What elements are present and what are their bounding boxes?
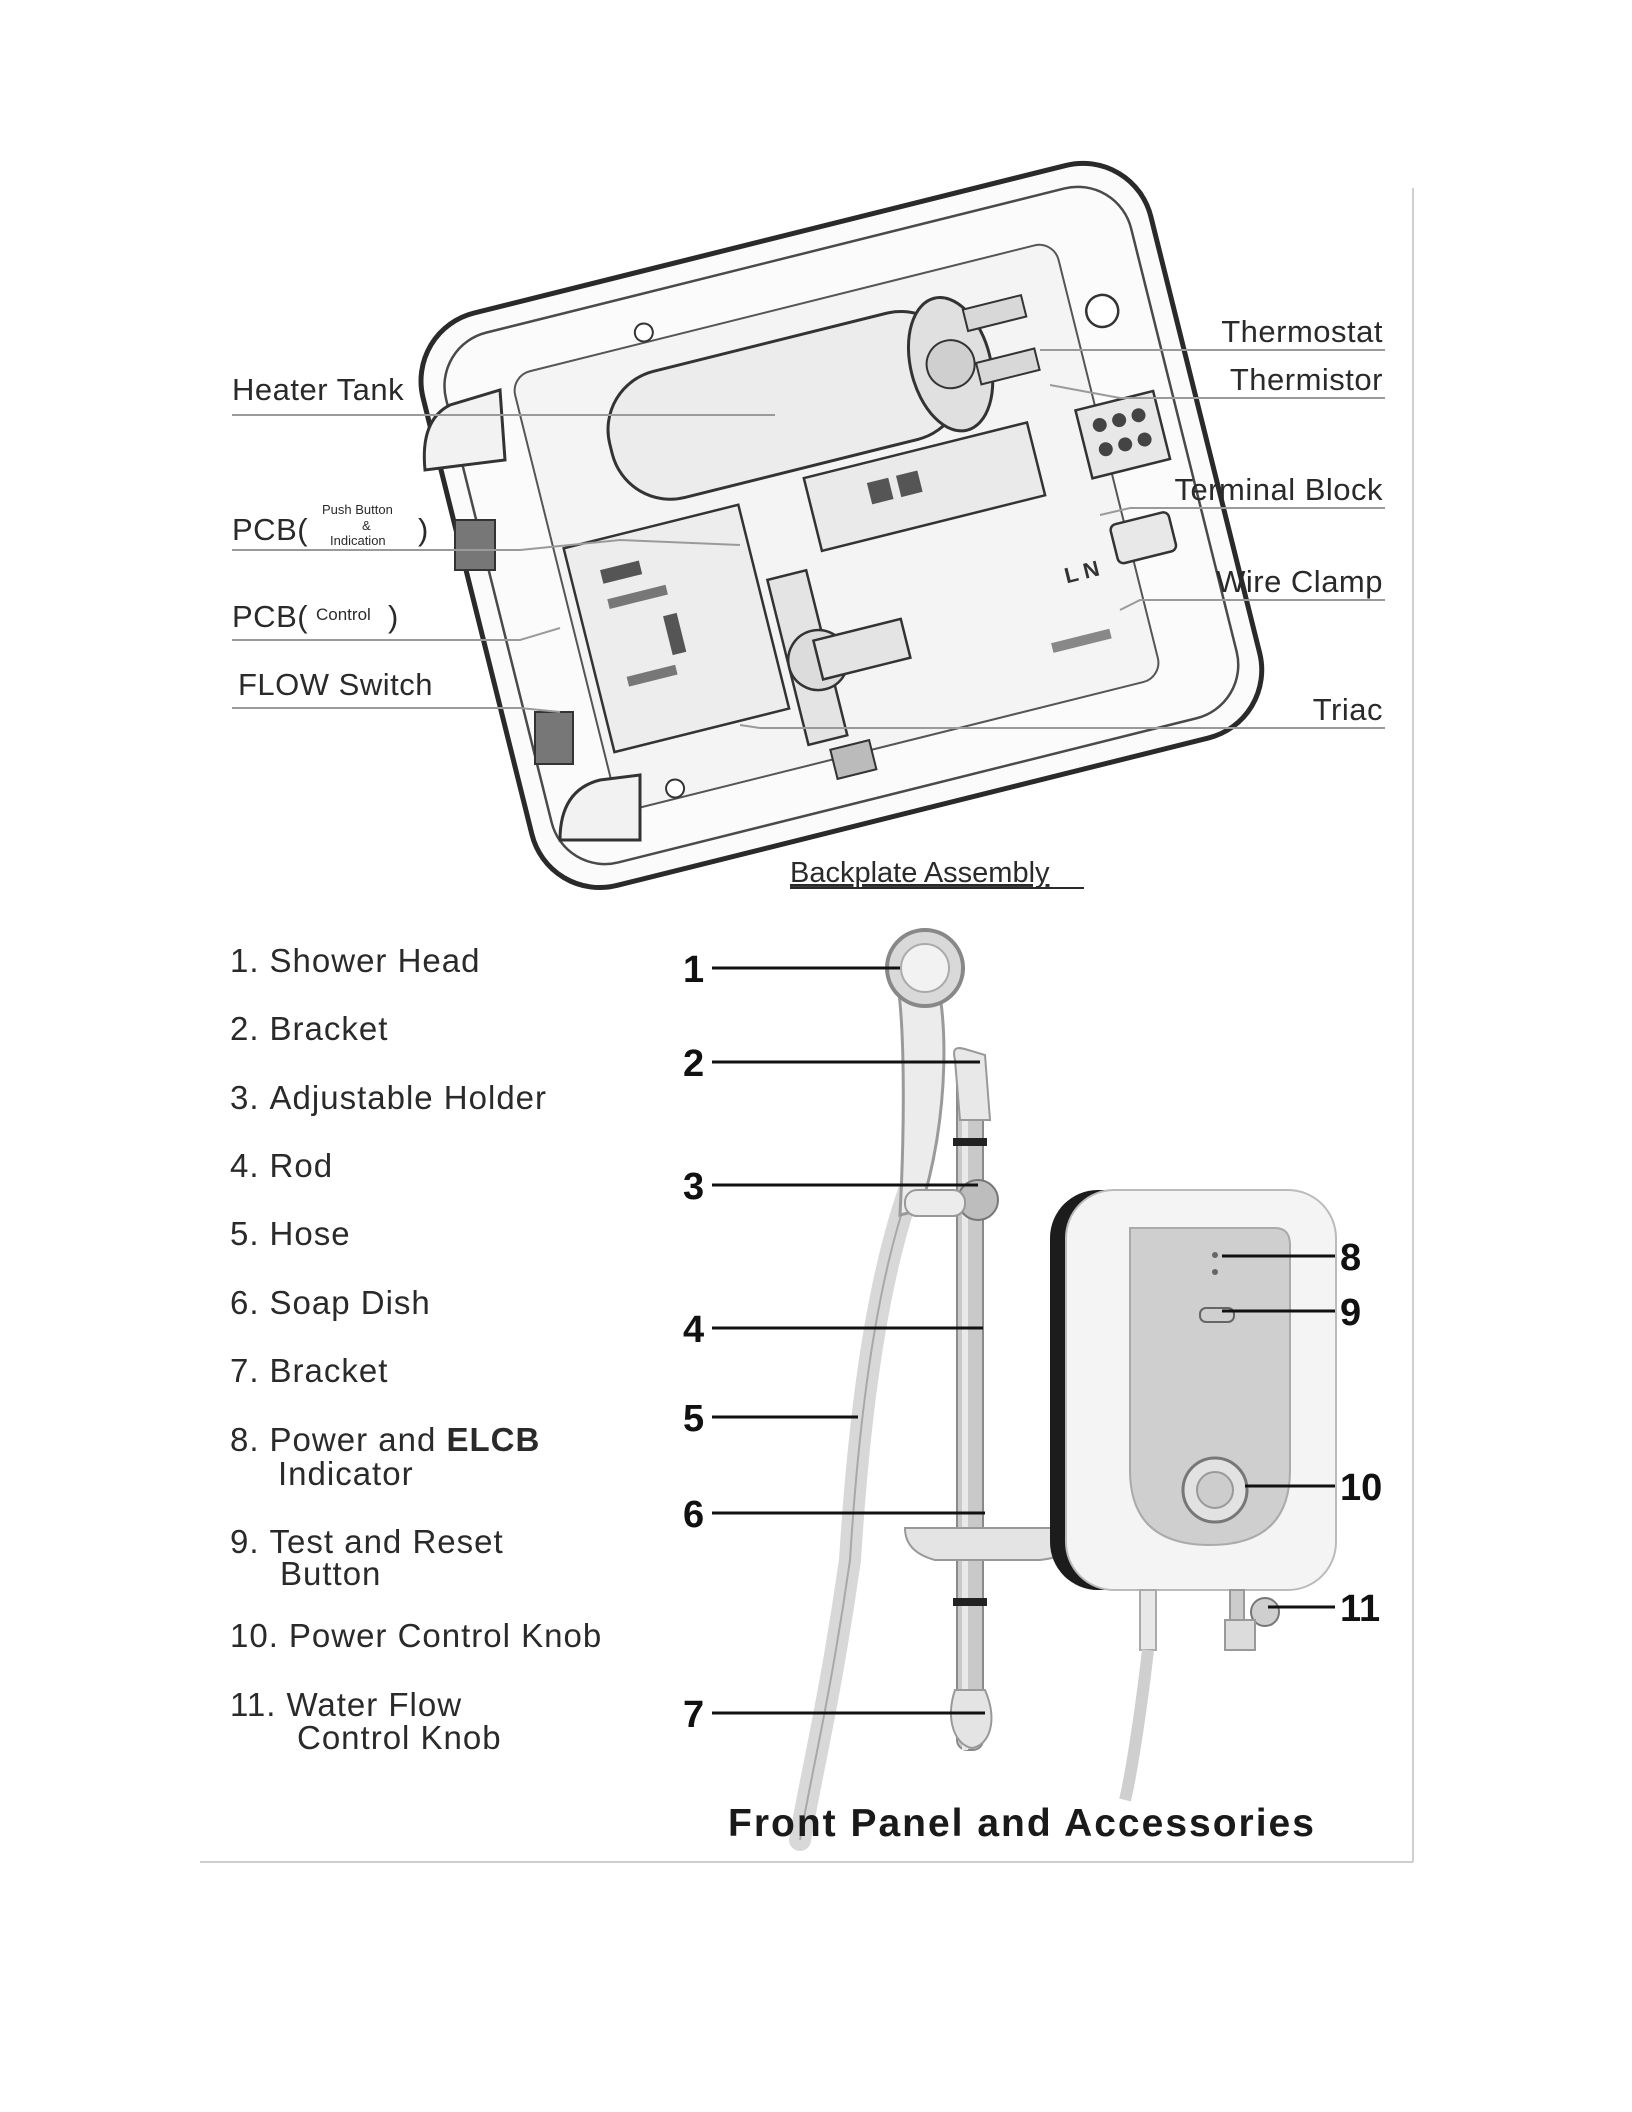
part-10: 10.Power Control Knob xyxy=(230,1617,602,1654)
label-pcb-push-button: PCB( xyxy=(232,512,308,547)
label-thermistor: Thermistor xyxy=(1230,362,1383,397)
callout-4: 4 xyxy=(683,1309,704,1351)
part-2: 2.Bracket xyxy=(230,1010,388,1047)
label-pcb-control-sub: Control xyxy=(316,605,371,624)
part-6: 6.Soap Dish xyxy=(230,1284,431,1321)
callout-10: 10 xyxy=(1340,1467,1382,1509)
front-caption: Front Panel and Accessories xyxy=(728,1802,1316,1845)
label-wire-clamp: Wire Clamp xyxy=(1216,564,1383,599)
label-thermostat: Thermostat xyxy=(1221,314,1383,349)
part-1: 1.Shower Head xyxy=(230,942,480,979)
label-pcb-sub-line3: Indication xyxy=(330,533,386,548)
callout-5: 5 xyxy=(683,1398,704,1440)
label-heater-tank: Heater Tank xyxy=(232,372,404,407)
part-5: 5.Hose xyxy=(230,1215,351,1252)
parts-list: 1.Shower Head 2.Bracket 3.Adjustable Hol… xyxy=(230,942,602,1756)
label-pcb-push-suffix: ) xyxy=(418,512,429,547)
callout-7: 7 xyxy=(683,1694,704,1736)
label-flow-switch: FLOW Switch xyxy=(238,667,433,702)
part-3: 3.Adjustable Holder xyxy=(230,1079,547,1116)
callout-2: 2 xyxy=(683,1043,704,1085)
part-7: 7.Bracket xyxy=(230,1352,388,1389)
callout-9: 9 xyxy=(1340,1292,1361,1334)
water-flow-knob-icon xyxy=(1250,1597,1280,1627)
part-8-line2: Indicator xyxy=(278,1455,414,1492)
backplate-caption: Backplate Assembly xyxy=(790,857,1050,889)
callout-lines xyxy=(712,966,1335,1715)
label-pcb-control-suffix: ) xyxy=(388,599,399,634)
label-pcb-sub-line1: Push Button xyxy=(322,502,393,517)
part-9-line2: Button xyxy=(280,1555,381,1592)
heater-unit-drawing xyxy=(1050,1189,1337,1802)
callout-6: 6 xyxy=(683,1494,704,1536)
callout-11: 11 xyxy=(1340,1588,1380,1630)
callout-8: 8 xyxy=(1340,1237,1361,1279)
shower-drawing xyxy=(789,928,1087,1851)
label-triac: Triac xyxy=(1313,692,1383,727)
label-pcb-control: PCB( xyxy=(232,599,308,634)
part-9: 9.Test and Reset xyxy=(230,1523,504,1560)
label-terminal-block: Terminal Block xyxy=(1174,472,1383,507)
callout-1: 1 xyxy=(683,949,704,991)
part-11: 11.Water Flow xyxy=(230,1686,462,1723)
part-4: 4.Rod xyxy=(230,1147,333,1184)
part-8: 8.Power and ELCB xyxy=(230,1421,540,1458)
backplate-leader-lines xyxy=(232,349,1385,729)
label-pcb-sub-line2: & xyxy=(362,518,371,533)
part-11-line2: Control Knob xyxy=(297,1719,502,1756)
rod-icon xyxy=(956,1059,984,1751)
callout-3: 3 xyxy=(683,1166,704,1208)
backplate-drawing: L N xyxy=(418,160,1265,891)
